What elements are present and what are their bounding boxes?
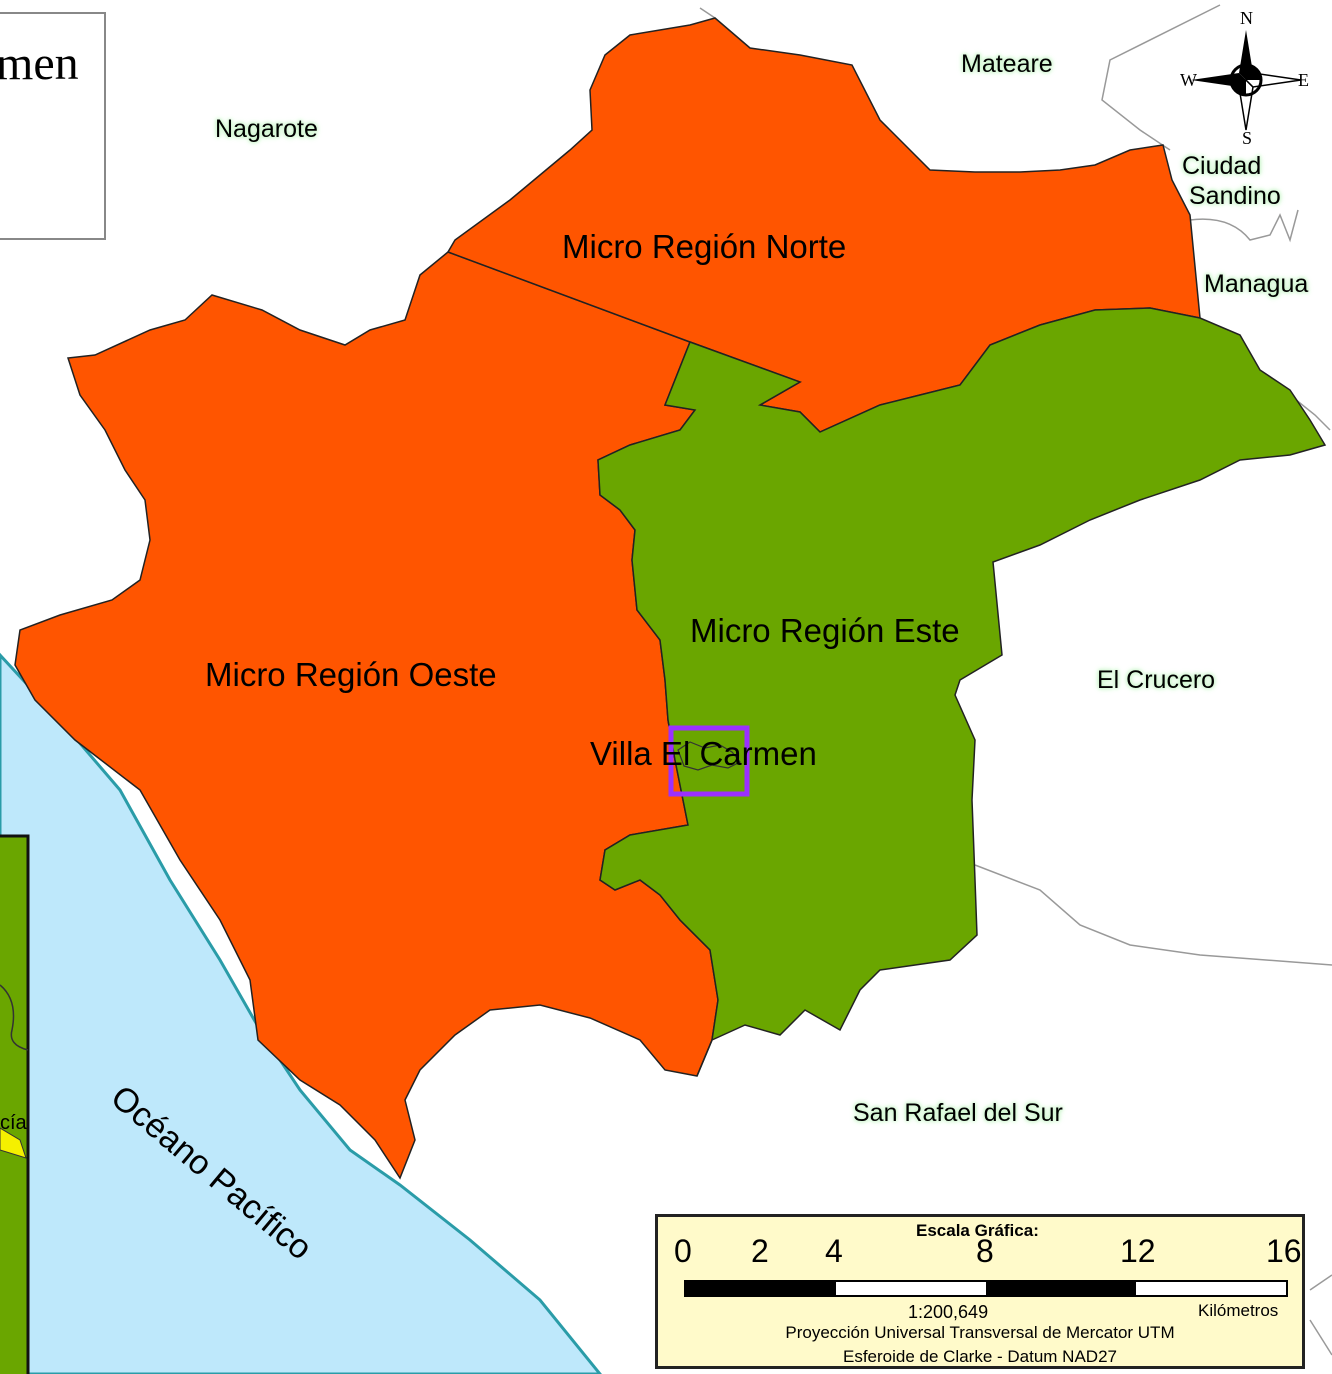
- inset-label-fragment: cía: [0, 1112, 27, 1134]
- label-mateare: Mateare: [961, 50, 1053, 78]
- label-el-crucero: El Crucero: [1097, 666, 1216, 694]
- region-este-area: [597, 307, 1327, 1077]
- compass-rose: [1176, 10, 1316, 150]
- inset-map: [0, 834, 30, 1374]
- ocean-area: [0, 652, 602, 1374]
- label-managua: Managua: [1204, 270, 1309, 298]
- scale-seg-1: [686, 1282, 836, 1295]
- scale-seg-4: [1136, 1282, 1286, 1295]
- scale-seg-3: [986, 1282, 1136, 1295]
- ellipsoid-text: Esferoide de Clarke - Datum NAD27: [842, 1347, 1117, 1366]
- scale-panel: Escala Gráfica: 0 2 4 8 12 16 1:200,649 …: [655, 1214, 1305, 1369]
- scale-tick-12: 12: [1120, 1233, 1156, 1269]
- compass-south: S: [1242, 128, 1253, 148]
- compass-west: W: [1180, 70, 1197, 90]
- compass-east: E: [1298, 70, 1309, 90]
- scale-tick-4: 4: [825, 1233, 843, 1269]
- scale-tick-8: 8: [976, 1233, 994, 1269]
- compass-icon: [1191, 30, 1302, 131]
- label-region-este: Micro Región Este: [690, 612, 960, 649]
- scale-tick-2: 2: [751, 1233, 769, 1269]
- projection-text: Proyección Universal Transversal de Merc…: [785, 1323, 1175, 1342]
- town-marker[interactable]: [668, 725, 750, 797]
- compass-north: N: [1240, 8, 1253, 28]
- scale-tick-0: 0: [674, 1233, 692, 1269]
- label-region-oeste: Micro Región Oeste: [205, 656, 497, 693]
- label-ciudad-sandino-2: Sandino: [1189, 182, 1281, 210]
- scale-ratio: 1:200,649: [908, 1302, 989, 1322]
- scale-units: Kilómetros: [1198, 1301, 1279, 1320]
- scale-tick-16: 16: [1266, 1233, 1302, 1269]
- title-panel: [0, 12, 106, 240]
- town-urban-area: [677, 741, 741, 771]
- scale-seg-2: [836, 1282, 986, 1295]
- inset-yellow-area: [0, 1127, 27, 1159]
- map-title-fragment: men: [0, 37, 79, 90]
- label-villa-el-carmen: Villa El Carmen: [590, 735, 817, 772]
- scale-bar: [684, 1280, 1288, 1297]
- label-ciudad-sandino-1: Ciudad: [1182, 152, 1262, 180]
- label-region-norte: Micro Región Norte: [562, 228, 847, 265]
- label-nagarote: Nagarote: [215, 115, 318, 143]
- scale-title: Escala Gráfica:: [916, 1221, 1039, 1240]
- inset-boundary: [0, 984, 29, 1051]
- label-san-rafael-del-sur: San Rafael del Sur: [853, 1099, 1063, 1127]
